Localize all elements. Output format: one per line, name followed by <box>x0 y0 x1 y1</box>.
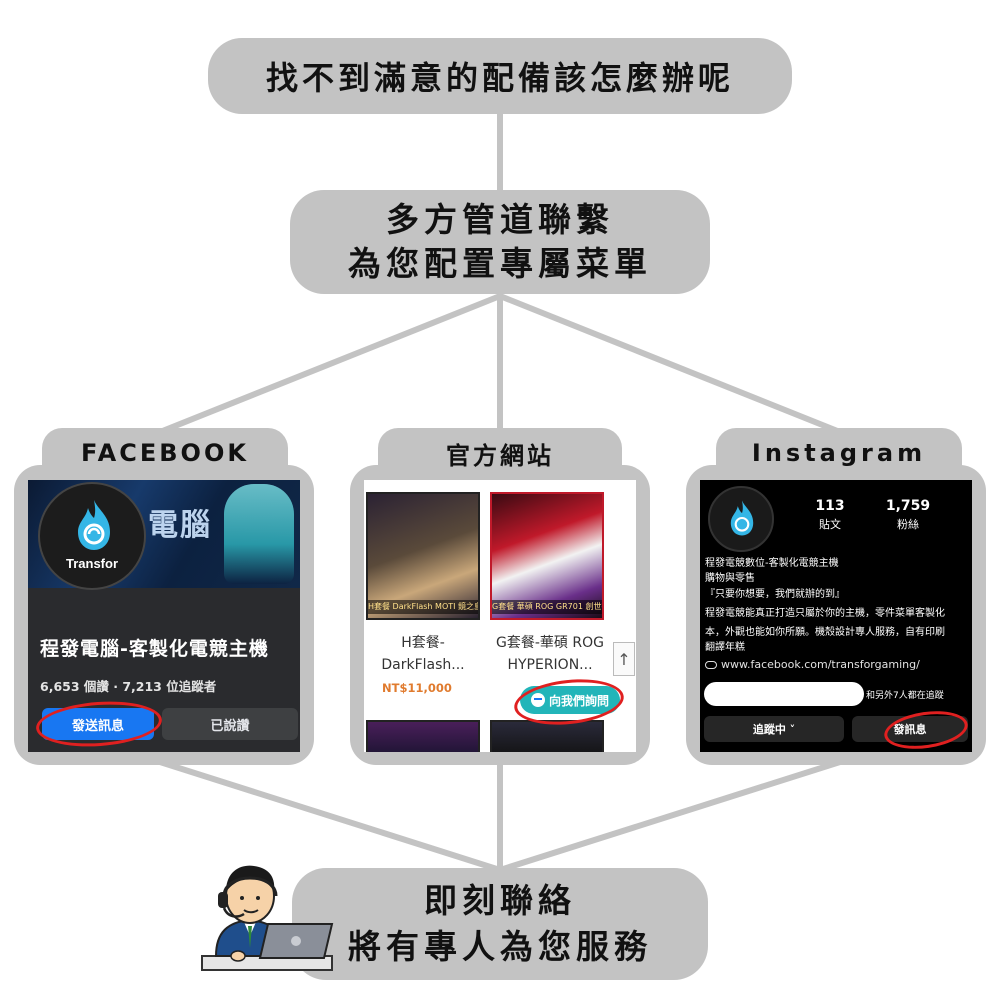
facebook-send-message-button[interactable]: 發送訊息 <box>42 708 154 740</box>
product-image-caption: H套餐 DarkFlash MOTI 鏡之島 <box>368 600 478 614</box>
followed-by-text: 和另外7人都在追蹤 <box>866 691 944 701</box>
bio-line: 購物與零售 <box>705 573 755 584</box>
instagram-posts-stat[interactable]: 113 貼文 <box>808 498 852 532</box>
facebook-avatar[interactable]: Transfor <box>38 482 146 590</box>
product-h-name[interactable]: H套餐- DarkFlash... <box>366 632 480 676</box>
product-h-name-line2: DarkFlash... <box>381 657 465 673</box>
followed-by-avatars[interactable] <box>704 682 864 706</box>
product-g-name-line1: G套餐-華碩 ROG <box>496 635 604 651</box>
followers-label: 粉絲 <box>897 518 919 531</box>
flame-logo-icon <box>78 500 110 550</box>
link-icon <box>705 661 717 669</box>
product-g-name[interactable]: G套餐-華碩 ROG HYPERION... <box>488 632 612 676</box>
instagram-link-text: www.facebook.com/transforgaming/ <box>721 658 920 671</box>
facebook-cover-text: 電腦 <box>148 508 212 543</box>
channels-line-1: 多方管道聯繫 <box>386 200 614 239</box>
facebook-tab-label: FACEBOOK <box>42 428 288 478</box>
contact-banner: 即刻聯絡 將有專人為您服務 <box>292 868 708 980</box>
product-image-h[interactable]: H套餐 DarkFlash MOTI 鏡之島 <box>366 492 480 620</box>
cover-character-illustration <box>224 484 294 584</box>
instagram-following-button[interactable]: 追蹤中 ˅ <box>704 716 844 742</box>
question-banner: 找不到滿意的配備該怎麼辦呢 <box>208 38 792 114</box>
bio-line: 『只要你想要，我們就辦的到』 <box>705 589 845 600</box>
product-g-name-line2: HYPERION... <box>507 657 593 673</box>
customer-service-person-illustration <box>201 865 334 971</box>
connector-fb-bottom <box>157 759 503 873</box>
connector-mid-ig <box>497 293 843 435</box>
bio-line: 翻譯年糕 <box>705 642 745 653</box>
website-screenshot: H套餐 DarkFlash MOTI 鏡之島 G套餐 華碩 ROG GR701 … <box>364 480 636 752</box>
contact-line-2: 將有專人為您服務 <box>348 927 652 966</box>
instagram-website-link[interactable]: www.facebook.com/transforgaming/ <box>705 658 920 671</box>
bio-line: 本，外觀也能如你所願。機殼設計專人服務，自有印刷 <box>705 627 945 638</box>
website-contact-label: 向我們詢問 <box>548 693 609 708</box>
product-image-next[interactable] <box>490 720 604 752</box>
instagram-followers-stat[interactable]: 1,759 粉絲 <box>880 498 936 532</box>
instagram-message-button[interactable]: 發訊息 <box>852 716 968 742</box>
website-tab-label: 官方網站 <box>378 428 622 478</box>
facebook-page-stats: 6,653 個讚 · 7,213 位追蹤者 <box>40 679 217 694</box>
product-h-name-line1: H套餐- <box>401 635 445 651</box>
channels-banner: 多方管道聯繫 為您配置專屬菜單 <box>290 190 710 294</box>
product-h-price: NT$11,000 <box>382 681 452 695</box>
instagram-avatar[interactable] <box>708 486 774 552</box>
posts-label: 貼文 <box>819 518 841 531</box>
product-image-g[interactable]: G套餐 華碩 ROG GR701 創世神 <box>490 492 604 620</box>
messenger-icon <box>530 693 545 707</box>
product-image-next[interactable] <box>366 720 480 752</box>
contact-line-1: 即刻聯絡 <box>424 881 576 920</box>
followers-count: 1,759 <box>885 498 931 514</box>
facebook-liked-button[interactable]: 已說讚 <box>162 708 298 740</box>
bio-line: 程發電競能真正打造只屬於你的主機，零件菜單客製化 <box>705 608 945 619</box>
bio-line: 程發電競數位-客製化電競主機 <box>705 558 839 569</box>
instagram-screenshot: 113 貼文 1,759 粉絲 程發電競數位-客製化電競主機 購物與零售 『只要… <box>700 480 972 752</box>
website-contact-button[interactable]: 向我們詢問 <box>520 686 620 714</box>
connector-mid-fb <box>157 293 503 435</box>
channels-line-2: 為您配置專屬菜單 <box>348 244 652 283</box>
avatar-brand-text: Transfor <box>65 556 118 571</box>
facebook-screenshot: 電腦 Transfor 程發電腦-客製化電競主機 6,653 個讚 · 7,21… <box>28 480 300 752</box>
posts-count: 113 <box>815 498 845 514</box>
question-text: 找不到滿意的配備該怎麼辦呢 <box>265 59 734 97</box>
flame-logo-icon <box>730 500 754 536</box>
facebook-page-name: 程發電腦-客製化電競主機 <box>40 638 269 660</box>
connector-ig-bottom <box>497 759 843 873</box>
scroll-to-top-button[interactable]: ↑ <box>613 642 635 676</box>
instagram-tab-label: Instagram <box>716 428 962 478</box>
instagram-bio: 程發電競數位-客製化電競主機 購物與零售 『只要你想要，我們就辦的到』 程發電競… <box>705 554 971 654</box>
product-image-caption: G套餐 華碩 ROG GR701 創世神 <box>492 600 602 614</box>
